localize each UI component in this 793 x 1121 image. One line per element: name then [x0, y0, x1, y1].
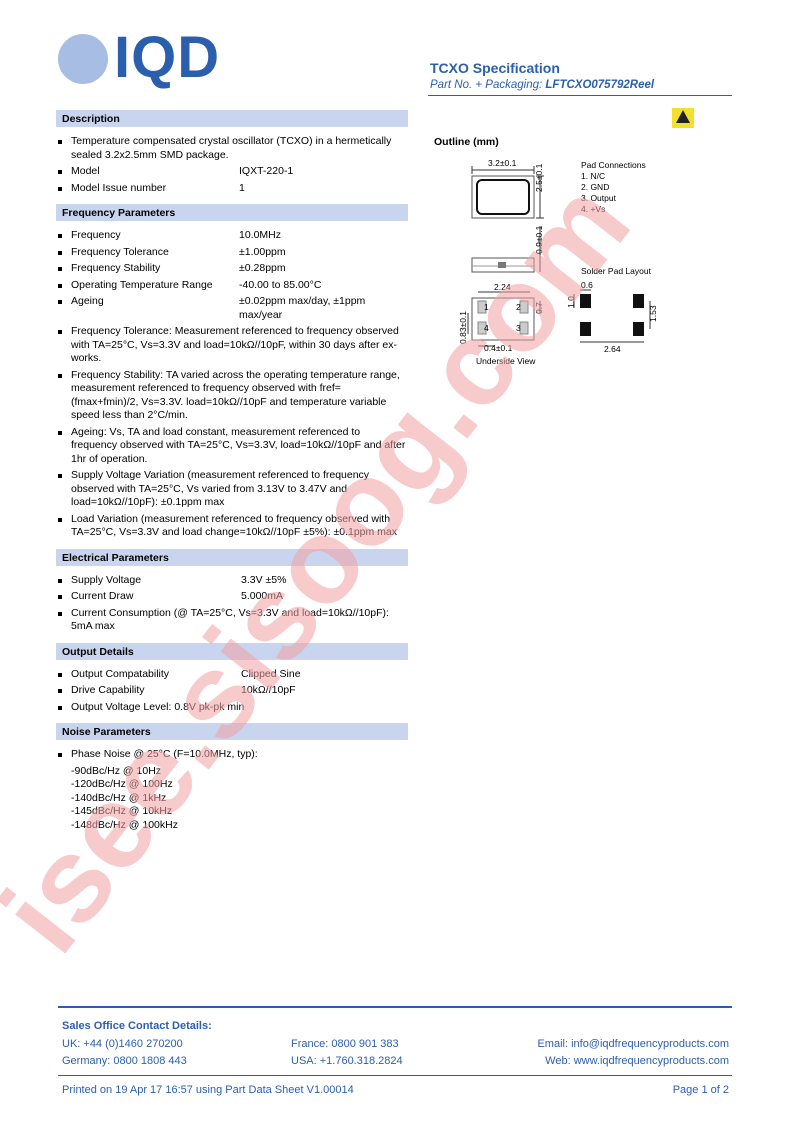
pin-2-label: 2 — [516, 302, 521, 312]
contact-web[interactable]: Web: www.iqdfrequencyproducts.com — [545, 1055, 729, 1067]
dim-solder-w: 0.6 — [581, 280, 593, 290]
dim-solder-vspan: 1.53 — [648, 305, 658, 322]
noise-line: -140dBc/Hz @ 1kHz — [71, 791, 167, 804]
list-item: Output Voltage Level: 0.8V pk-pk min — [56, 701, 408, 715]
dim-solder-span: 2.64 — [604, 344, 621, 354]
section-output-title: Output Details — [56, 642, 408, 660]
outline-drawing — [467, 166, 651, 347]
dim-thickness: 0.9±0.1 — [534, 225, 544, 254]
dim-pad-h: 0.7 — [534, 302, 544, 314]
part-number: LFTCXO075792Reel — [545, 79, 655, 91]
section-noise-title: Noise Parameters — [56, 723, 408, 740]
page-number: Page 1 of 2 — [672, 1084, 729, 1096]
contact-title: Sales Office Contact Details: — [62, 1020, 212, 1032]
solder-pad-title: Solder Pad Layout — [581, 266, 651, 276]
footer-rule-top — [58, 1006, 732, 1008]
list-item: Frequency Stability: TA varied across th… — [56, 369, 408, 423]
noise-line: -90dBc/Hz @ 10Hz — [71, 764, 162, 777]
underside-label: Underside View — [476, 356, 536, 366]
list-item: Frequency Tolerance±1.00ppm — [56, 246, 408, 260]
header-rule — [428, 95, 732, 96]
esd-warning-icon — [672, 108, 694, 128]
contact-uk: UK: +44 (0)1460 270200 — [62, 1038, 183, 1050]
dim-width: 3.2±0.1 — [488, 158, 517, 168]
list-item: Current Consumption (@ TA=25°C, Vs=3.3V … — [56, 607, 408, 634]
noise-list: Phase Noise @ 25°C (F=10.0MHz, typ): — [56, 748, 408, 762]
section-description-title: Description — [56, 110, 408, 127]
printed-info: Printed on 19 Apr 17 16:57 using Part Da… — [62, 1084, 354, 1096]
outline-diagram: 3.2±0.1 2.5±0.1 0.9±0.1 2.24 0.7 0.83±0.… — [450, 152, 690, 372]
pin-4-label: 4 — [484, 323, 489, 333]
section-frequency-title: Frequency Parameters — [56, 204, 408, 221]
pad-connection-item: 3. Output — [581, 193, 616, 203]
contact-usa: USA: +1.760.318.2824 — [291, 1055, 403, 1067]
logo-text: IQD — [114, 25, 221, 90]
iqd-logo: IQD — [58, 26, 248, 90]
spec-column: Description Temperature compensated crys… — [56, 110, 408, 832]
part-number-line: Part No. + Packaging: LFTCXO075792Reel — [430, 79, 654, 91]
list-item: Supply Voltage Variation (measurement re… — [56, 469, 408, 510]
pin-1-label: 1 — [484, 302, 489, 312]
dim-pad-span: 2.24 — [494, 282, 511, 292]
dim-height: 2.5±0.1 — [534, 163, 544, 192]
contact-germany: Germany: 0800 1808 443 — [62, 1055, 187, 1067]
contact-email[interactable]: Email: info@iqdfrequencyproducts.com — [537, 1038, 729, 1050]
pad-connection-item: 4. +Vs — [581, 204, 606, 214]
contact-france: France: 0800 901 383 — [291, 1038, 399, 1050]
list-item: Operating Temperature Range-40.00 to 85.… — [56, 279, 408, 293]
noise-line: -145dBc/Hz @ 10kHz — [71, 805, 173, 817]
pad-connections-title: Pad Connections — [581, 160, 646, 170]
pad-connection-item: 2. GND — [581, 182, 610, 192]
dim-pad-vspan: 0.83±0.1 — [458, 310, 468, 344]
list-item: Frequency Stability±0.28ppm — [56, 262, 408, 276]
list-item: Ageing: Vs, TA and load constant, measur… — [56, 426, 408, 467]
section-electrical-title: Electrical Parameters — [56, 548, 408, 566]
pad-connection-item: 1. N/C — [581, 171, 606, 181]
logo-circle — [58, 34, 108, 84]
list-item: Phase Noise @ 25°C (F=10.0MHz, typ): — [56, 748, 408, 762]
dim-solder-h: 1.0 — [566, 296, 576, 308]
list-item: Ageing±0.02ppm max/day, ±1ppm max/year — [56, 295, 408, 322]
noise-line: -148dBc/Hz @ 100kHz — [71, 818, 178, 831]
list-item: Frequency Tolerance: Measurement referen… — [56, 325, 408, 366]
dim-pad-w: 0.4±0.1 — [484, 343, 513, 353]
pin-3-label: 3 — [516, 323, 521, 333]
outline-title: Outline (mm) — [434, 136, 499, 148]
list-item: Load Variation (measurement referenced t… — [56, 513, 408, 540]
noise-values: -90dBc/Hz @ 10Hz -120dBc/Hz @ 100Hz -140… — [56, 765, 408, 833]
description-list: Temperature compensated crystal oscillat… — [56, 135, 408, 195]
spec-title: TCXO Specification — [430, 60, 560, 76]
description-text: Temperature compensated crystal oscillat… — [56, 135, 408, 162]
part-label: Part No. + Packaging: — [430, 79, 546, 91]
noise-line: -120dBc/Hz @ 100Hz — [71, 778, 173, 790]
footer-rule-bottom — [58, 1075, 732, 1076]
